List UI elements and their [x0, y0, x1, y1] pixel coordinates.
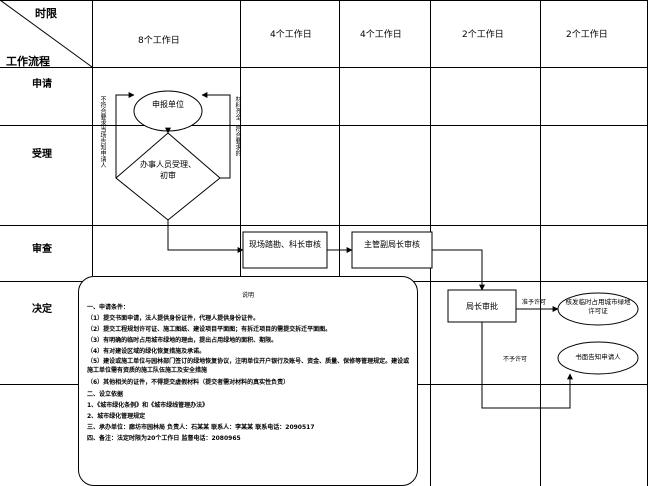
row-label-apply: 申请 [32, 79, 52, 90]
review-office-label: 办事人员受理、初审 [140, 160, 196, 180]
edge-label-return-right: 材料齐全、符合要求的 [234, 96, 241, 156]
edge-reject [481, 322, 573, 409]
row-label-review: 审查 [32, 244, 52, 255]
deputy-director-box [351, 231, 433, 269]
site-survey-label: 现场踏勘、科长审核 [249, 240, 321, 249]
note-line: 1、《城市绿化条例》和《城市绿线管理办法》 [87, 401, 209, 409]
col-header-4: 2个工作日 [566, 30, 608, 40]
col-header-2: 4个工作日 [360, 30, 402, 40]
edge-return-left [115, 92, 135, 178]
col-header-3: 2个工作日 [462, 30, 504, 40]
notify-applicant-ellipse [557, 341, 639, 375]
apply-node-shape [133, 90, 203, 132]
edge-label-approve: 准予许可 [522, 299, 547, 306]
row-label-accept: 受理 [32, 149, 52, 160]
note-line: （2）提交工程规划许可证、施工图纸、建设项目平面图；有拆迁项目的需提交拆迁平面图… [87, 326, 332, 334]
note-line: （3）有明确的临时占用城市绿地的理由，提出占用绿地的面积、期限。 [87, 337, 278, 345]
flow-label: 工作流程 [6, 55, 50, 68]
note-line: （1）提交书面申请，法人提供身份证件，代理人提供身份证件。 [87, 315, 260, 323]
note-line: 四、备注：法定时限为20个工作日 监督电话：2080965 [87, 434, 241, 442]
explanation-note: 说明 一、申请条件： （1）提交书面申请，法人提供身份证件，代理人提供身份证件。 （… [78, 276, 418, 486]
notify-applicant-label: 书面告知申请人 [575, 353, 621, 361]
edge-to-site-survey [167, 220, 244, 253]
note-lines: 一、申请条件： （1）提交书面申请，法人提供身份证件，代理人提供身份证件。 （2）提… [87, 302, 413, 444]
edge-return-right [201, 92, 231, 179]
issue-permit-label: 核发临时占用城市绿地许可证 [565, 298, 631, 315]
note-line: （6）其他相关的证件，不得提交虚假材料（提交者需对材料的真实性负责） [87, 379, 290, 387]
note-title: 说明 [241, 292, 254, 299]
note-line: 三、承办单位：廊坊市园林局 负责人：石某某 联系人：李某某 联系电话：20905… [87, 423, 315, 431]
apply-node-label: 申报单位 [152, 100, 184, 109]
note-line: （4）有对建设区域的绿化恢复措施及承诺。 [87, 348, 206, 356]
note-line: 2、城市绿化管理规定 [87, 412, 146, 420]
deputy-director-label: 主管副局长审核 [364, 240, 420, 249]
site-survey-box [242, 231, 328, 269]
header-diagonal [0, 0, 93, 68]
note-line: 一、申请条件： [87, 304, 130, 311]
note-line: 二、设立依据 [87, 390, 124, 398]
note-line: （5）建设或施工单位与园林部门签订的绿地恢复协议，注明单位开户银行及账号、资金、… [87, 358, 410, 375]
edge-label-return-left: 不符合要求当场告知申请人 [99, 96, 106, 168]
col-header-1: 4个工作日 [270, 30, 312, 40]
time-label: 时限 [35, 7, 57, 20]
director-box [447, 289, 517, 323]
row-label-decide: 决定 [32, 304, 52, 315]
edge-to-director [432, 249, 485, 291]
col-header-0: 8个工作日 [138, 36, 180, 46]
director-label: 局长审批 [466, 302, 498, 311]
edge-label-reject: 不予许可 [503, 356, 528, 363]
